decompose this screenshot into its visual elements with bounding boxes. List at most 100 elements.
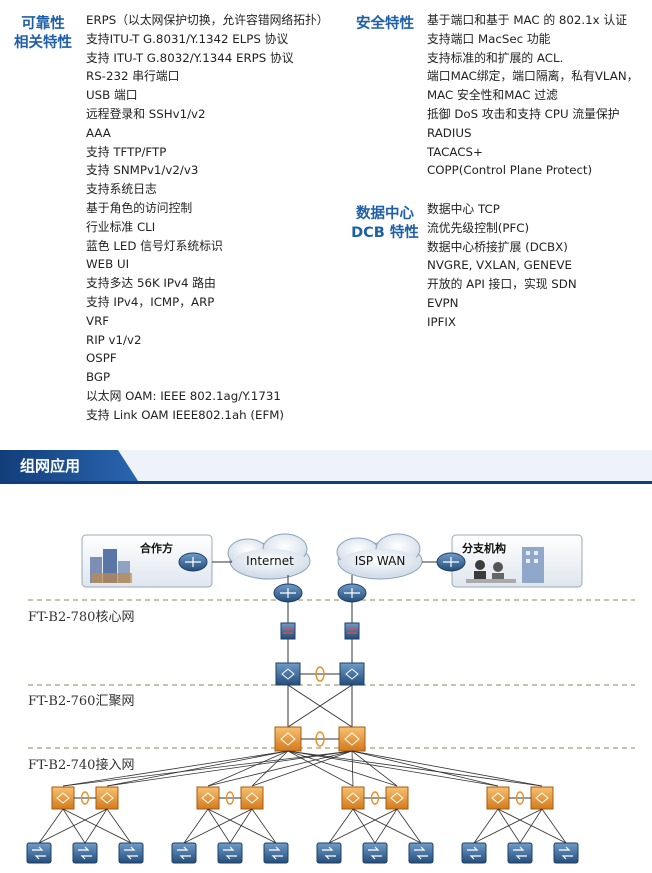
downlink-line (207, 808, 277, 844)
router-partner-icon (178, 552, 208, 572)
reliability-feature-item: 支持 TFTP/FTP (86, 144, 167, 159)
uplink-line (287, 750, 354, 787)
section-banner-title: 组网应用 (20, 457, 81, 475)
edge-switch-icon (553, 842, 579, 864)
branch-label: 分支机构 (462, 542, 506, 555)
security-feature-list: 基于端口和基于 MAC 的 802.1x 认证支持端口 MacSec 功能支持标… (427, 11, 638, 180)
edge-switch-icon (118, 842, 144, 864)
reliability-feature-item: 支持 ITU-T G.8032/Y.1344 ERPS 协议 (86, 50, 294, 65)
edge-switch-glyph (32, 846, 46, 860)
downlink-line (473, 808, 543, 844)
uplink-line (287, 750, 499, 787)
reliability-feature-list: ERPS（以太网保护切换，允许容错网络拓扑） 支持ITU-T G.8031/Y.1… (86, 11, 329, 425)
security-feature-item: 支持标准的和扩展的 ACL. (427, 50, 564, 65)
access-switch-glyph (535, 792, 549, 804)
reliability-heading-line2: 相关特性 (14, 35, 72, 51)
access-switch-glyph (245, 792, 259, 804)
edge-switch-icon (26, 842, 52, 864)
security-feature-item: COPP(Control Plane Protect) (427, 163, 593, 178)
partner-label: 合作方 (140, 542, 173, 555)
edge-switch-icon (507, 842, 533, 864)
edge-switch-glyph (322, 846, 336, 860)
reliability-feature-item: VRF (86, 313, 110, 328)
datacenter-feature-item: 开放的 API 接口，实现 SDN (427, 277, 577, 292)
downlink-line (62, 808, 132, 844)
uplink-line (62, 750, 353, 787)
downlink-line (396, 808, 422, 844)
downlink-line (541, 808, 567, 844)
reliability-feature-item: ERPS（以太网保护切换，允许容错网络拓扑） (86, 13, 329, 27)
edge-switch-glyph (467, 846, 481, 860)
edge-switch-icon (362, 842, 388, 864)
reliability-feature-item: 支持 SNMPv1/v2/v3 (86, 163, 199, 178)
reliability-feature-item: 支持多达 56K IPv4 路由 (86, 276, 216, 291)
reliability-heading: 可靠性 相关特性 (8, 15, 78, 53)
security-feature-item: 端口MAC绑定，端口隔离，私有VLAN， (427, 69, 639, 84)
downlink-line (473, 808, 499, 844)
access-switch-icon (51, 786, 75, 810)
uplink-line (251, 750, 353, 787)
router-internet-edge-icon (273, 583, 303, 603)
downlink-line (374, 808, 398, 844)
core-links (287, 602, 353, 663)
access-switch-icon (385, 786, 409, 810)
downlink-line (62, 808, 86, 844)
edge-switch-glyph (223, 846, 237, 860)
reliability-feature-item: USB 端口 (86, 88, 138, 103)
downlink-line (352, 808, 422, 844)
reliability-feature-item: 基于角色的访问控制 (86, 200, 193, 215)
downlink-line (497, 808, 521, 844)
reliability-feature-item: 以太网 OAM: IEEE 802.1ag/Y.1731 (86, 388, 281, 403)
datacenter-feature-item: 流优先级控制(PFC) (427, 220, 530, 235)
reliability-feature-item: OSPF (86, 351, 117, 366)
uplink-line (251, 750, 289, 787)
network-topology-diagram (26, 533, 635, 864)
access-stack-icon (80, 791, 90, 805)
security-feature-item: 抵御 DoS 攻击和支持 CPU 流量保护 (427, 106, 620, 121)
downlink-line (183, 808, 253, 844)
reliability-feature-item: 支持ITU-T G.8031/Y.1342 ELPS 协议 (86, 31, 289, 46)
isp-wan-cloud-label: ISP WAN (354, 554, 406, 568)
reliability-feature-item: RIP v1/v2 (86, 332, 142, 347)
downlink-line (84, 808, 108, 844)
uplink-line (351, 750, 499, 787)
edge-switch-glyph (414, 846, 428, 860)
aggregation-switch-left-icon (274, 726, 302, 752)
section-banner (0, 450, 652, 484)
access-switch-icon (341, 786, 365, 810)
access-switch-icon (486, 786, 510, 810)
core-switch-right-icon (339, 662, 365, 686)
access-switch-glyph (56, 792, 70, 804)
edge-switch-icon (316, 842, 342, 864)
isp-wan-cloud-icon (336, 533, 423, 580)
datacenter-heading-line1: 数据中心 (356, 206, 414, 222)
edge-switch-icon (171, 842, 197, 864)
datacenter-feature-item: IPFIX (427, 314, 456, 329)
uplink-line (106, 750, 289, 787)
access-switch-glyph (390, 792, 404, 804)
stack-link-aggregation-icon (315, 731, 325, 747)
security-feature-item: 支持端口 MacSec 功能 (427, 31, 551, 46)
downlink-line (183, 808, 209, 844)
downlink-line (207, 808, 231, 844)
datacenter-heading-line2: DCB 特性 (351, 225, 419, 241)
uplink-line (351, 750, 354, 787)
reliability-feature-item: 远程登录和 SSHv1/v2 (86, 106, 206, 121)
reliability-feature-item: AAA (86, 125, 111, 140)
security-feature-item: RADIUS (427, 125, 472, 140)
downlink-line (106, 808, 132, 844)
downlink-line (229, 808, 253, 844)
security-heading: 安全特性 (348, 15, 422, 34)
reliability-feature-item: RS-232 串行端口 (86, 69, 180, 84)
downlink-line (328, 808, 354, 844)
access-switch-glyph (491, 792, 505, 804)
security-feature-item: TACACS+ (427, 144, 483, 159)
uplink-line (106, 750, 353, 787)
access-switch-icon (530, 786, 554, 810)
datacenter-feature-item: NVGRE, VXLAN, GENEVE (427, 258, 572, 273)
reliability-feature-item: 蓝色 LED 信号灯系统标识 (86, 238, 223, 253)
edge-switch-glyph (78, 846, 92, 860)
edge-switch-icon (217, 842, 243, 864)
downlink-line (352, 808, 376, 844)
